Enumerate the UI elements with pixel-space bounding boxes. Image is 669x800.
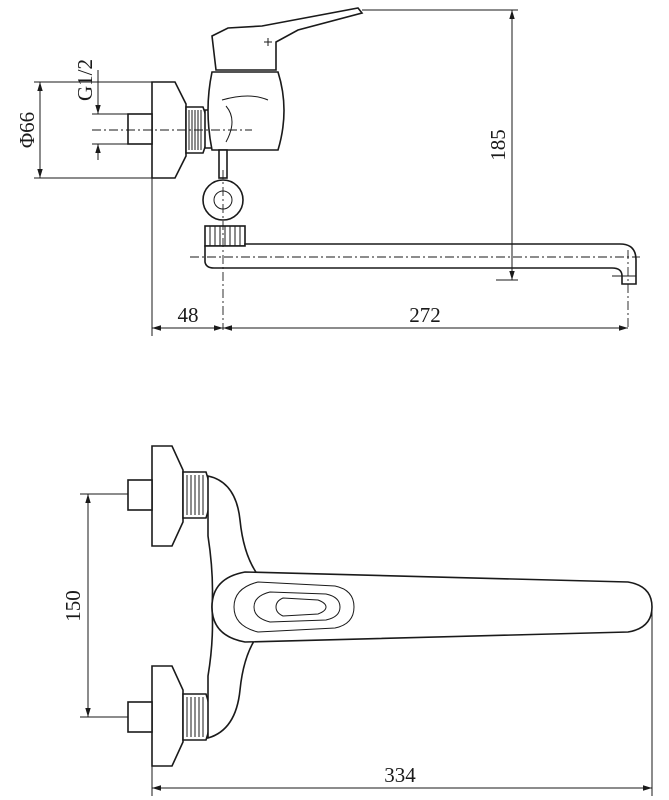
front-top-inlet-stub xyxy=(127,479,153,511)
dim-flange-diameter: Φ66 xyxy=(15,112,39,148)
front-bottom-inlet-stub xyxy=(127,701,153,733)
front-handle-grip xyxy=(253,591,341,623)
side-spout xyxy=(204,243,637,285)
front-bottom-flange xyxy=(151,665,184,767)
side-inlet-stub xyxy=(127,113,153,145)
dim-thread-size: G1/2 xyxy=(73,59,97,101)
dim-spout-reach: 272 xyxy=(409,303,441,327)
side-view: Φ66 G1/2 185 48 272 xyxy=(15,7,640,336)
front-view: 150 334 xyxy=(61,445,653,796)
dim-inlet-spacing: 150 xyxy=(61,590,85,622)
dim-overall-length: 334 xyxy=(384,763,416,787)
dim-wall-offset: 48 xyxy=(178,303,199,327)
front-top-flange xyxy=(151,445,184,547)
front-handle-outline xyxy=(233,581,355,633)
side-lever-handle xyxy=(211,7,364,71)
side-mixer-body xyxy=(207,71,285,151)
dim-height: 185 xyxy=(486,129,510,161)
front-spout xyxy=(211,571,653,643)
